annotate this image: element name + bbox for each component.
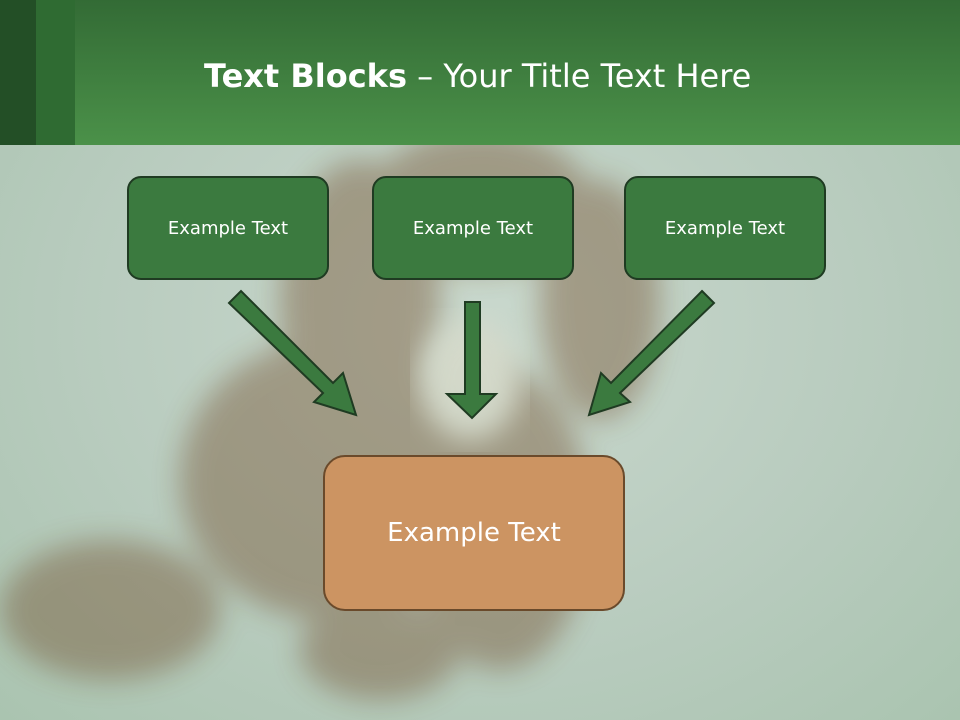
text-block-3[interactable]: Example Text <box>624 176 826 280</box>
text-block-3-label: Example Text <box>664 217 786 239</box>
target-block[interactable]: Example Text <box>323 455 625 611</box>
target-block-label: Example Text <box>387 518 561 548</box>
slide-title-bold: Text Blocks <box>204 57 407 95</box>
slide-title-rest: – Your Title Text Here <box>407 57 752 95</box>
slide-title: Text Blocks – Your Title Text Here <box>204 54 751 98</box>
header-accent-dark <box>0 0 36 145</box>
arrow-right-shape <box>587 289 716 417</box>
header-accent-mid <box>36 0 75 145</box>
text-block-1[interactable]: Example Text <box>127 176 329 280</box>
arrow-middle-shape <box>444 301 499 420</box>
text-block-2-label: Example Text <box>412 217 534 239</box>
arrow-left-shape <box>227 289 358 417</box>
text-block-2[interactable]: Example Text <box>372 176 574 280</box>
text-block-1-label: Example Text <box>167 217 289 239</box>
title-bar: Text Blocks – Your Title Text Here <box>0 0 960 145</box>
